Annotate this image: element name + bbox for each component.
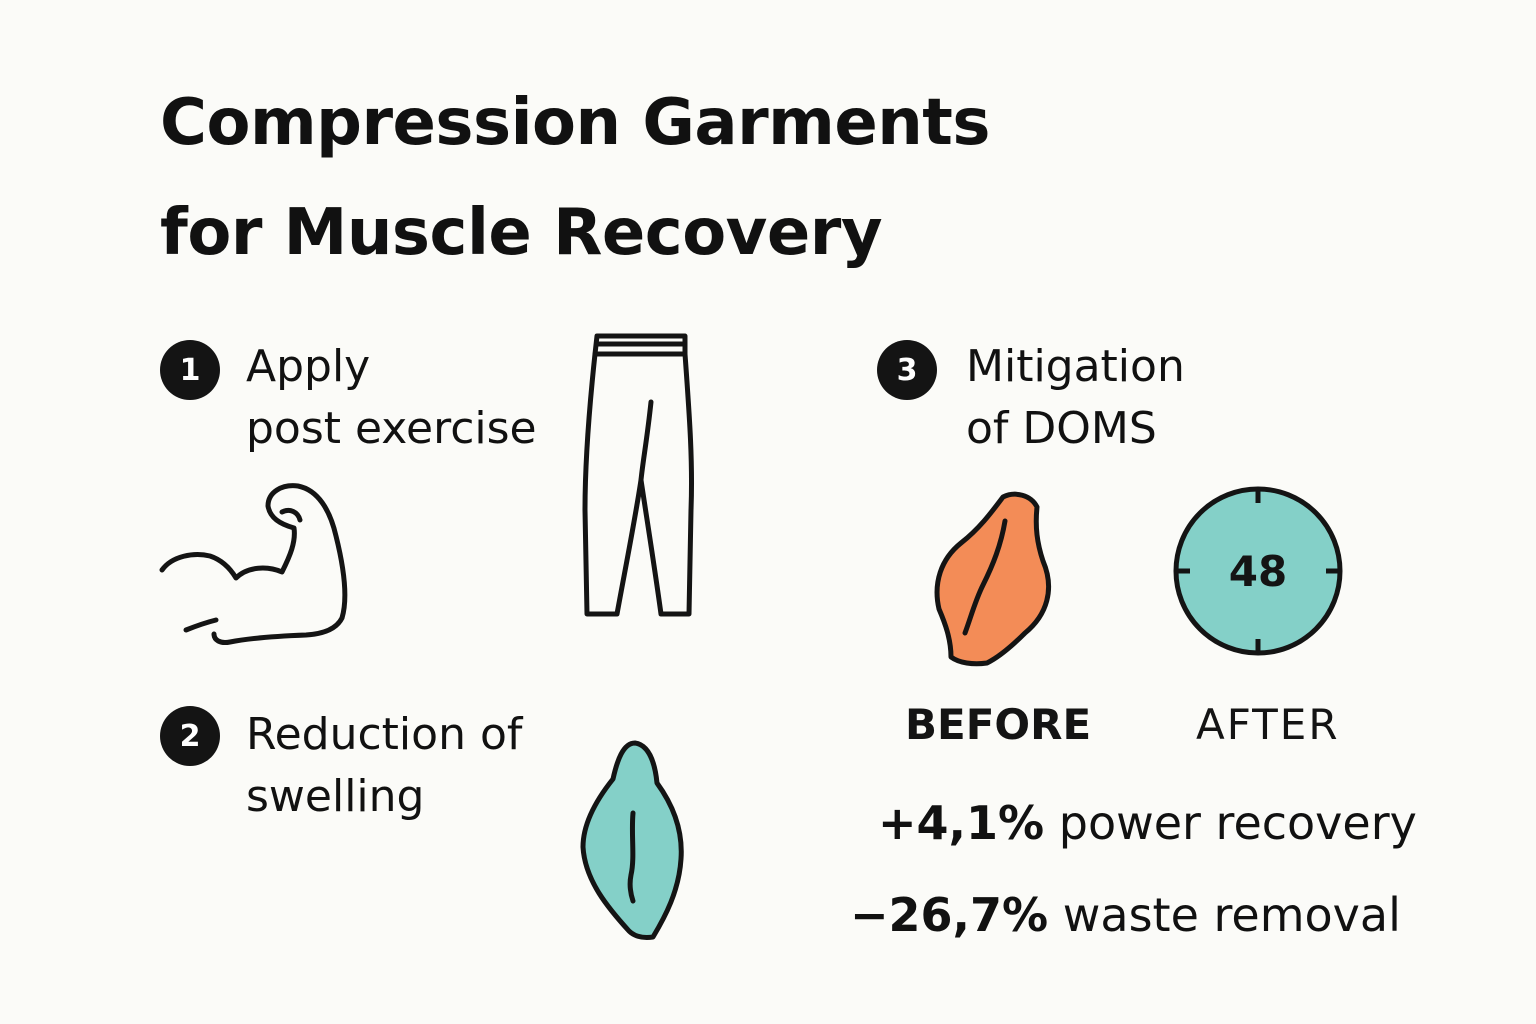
stat-waste-removal: −26,7% waste removal (850, 888, 1401, 942)
teal-muscle-icon (580, 740, 684, 940)
step-2-badge: 2 (160, 706, 220, 766)
clock-icon: 48 (1173, 486, 1343, 656)
stat-waste-removal-label: waste removal (1062, 888, 1401, 942)
step-2-line-1: Reduction of (246, 709, 523, 760)
step-3-badge: 3 (877, 340, 937, 400)
step-2-text: Reduction of swelling (246, 704, 522, 828)
stat-power-recovery-label: power recovery (1058, 796, 1417, 850)
compression-tights-icon (582, 333, 695, 617)
title-line-1: Compression Garments (160, 86, 990, 160)
page-title: Compression Garments for Muscle Recovery (160, 68, 1260, 288)
orange-muscle-icon (934, 491, 1052, 667)
before-label: BEFORE (905, 700, 1092, 749)
clock-value: 48 (1229, 547, 1287, 596)
step-3-text: Mitigation of DOMS (966, 336, 1185, 460)
step-1-line-1: Apply (246, 341, 371, 392)
step-1-badge: 1 (160, 340, 220, 400)
step-1-line-2: post exercise (246, 403, 537, 454)
step-2-line-2: swelling (246, 771, 425, 822)
step-3-line-2: of DOMS (966, 403, 1157, 454)
title-line-2: for Muscle Recovery (160, 196, 883, 270)
stat-waste-removal-value: −26,7% (850, 888, 1049, 942)
step-3-line-1: Mitigation (966, 341, 1185, 392)
stat-power-recovery-value: +4,1% (878, 796, 1045, 850)
step-1-text: Apply post exercise (246, 336, 537, 460)
stat-power-recovery: +4,1% power recovery (878, 796, 1417, 850)
flexed-arm-icon (159, 483, 348, 645)
after-label: AFTER (1196, 700, 1340, 749)
